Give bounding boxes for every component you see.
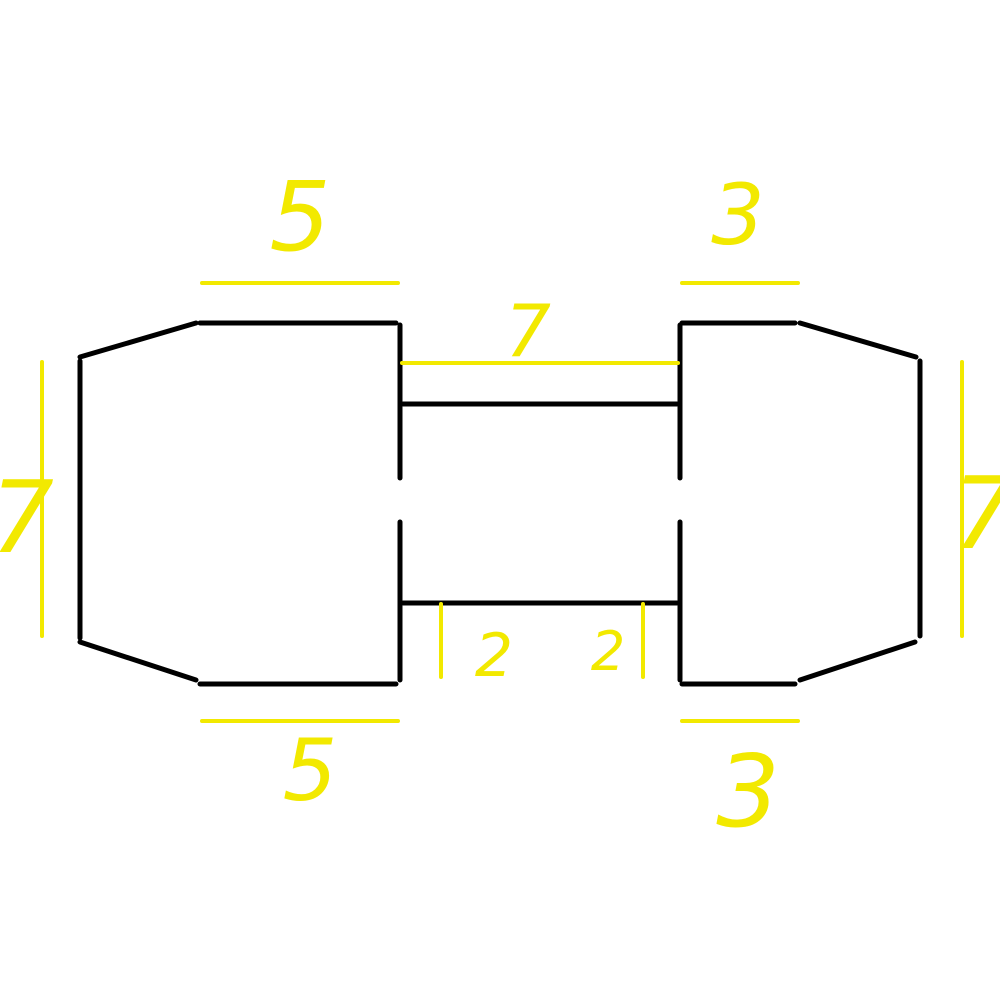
left-top-width-label: 5 [269,161,330,273]
right-block-bevel-bottom [797,639,918,683]
left-block [77,320,403,687]
right-top-width-label: 3 [711,166,764,264]
left-block-bevel-bottom [77,639,199,683]
left-height-label: 7 [0,459,54,576]
right-height-label: 7 [952,455,1000,572]
middle-left-gap-label: 2 [475,621,513,691]
middle-width-label: 7 [505,289,551,373]
middle-connector [400,401,680,606]
left-bottom-width-label: 5 [283,721,338,821]
left-block-bevel-top [77,320,199,360]
right-bottom-width-label: 3 [716,733,780,850]
dimension-labels: 5 5 7 7 2 2 3 3 7 [0,161,1000,850]
right-block-bevel-top [797,320,919,360]
middle-right-gap-label: 2 [591,620,625,683]
right-block [677,320,923,687]
dimension-marks [40,281,964,723]
